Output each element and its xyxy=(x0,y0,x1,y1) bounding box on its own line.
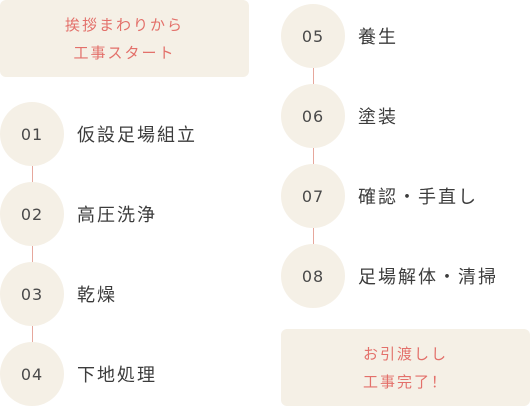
start-box-line1: 挨拶まわりから xyxy=(64,15,184,34)
end-box-line2: 工事完了！ xyxy=(362,372,448,391)
connector-06-07 xyxy=(313,148,314,166)
step-number-circle: 07 xyxy=(281,164,345,228)
step-number-circle: 05 xyxy=(281,4,345,68)
step-label: 足場解体・清掃 xyxy=(358,267,498,288)
step-number-circle: 02 xyxy=(0,182,64,246)
connector-07-08 xyxy=(313,228,314,246)
connector-03-04 xyxy=(32,326,33,344)
step-label: 養生 xyxy=(358,27,398,48)
step-02: 02 高圧洗浄 xyxy=(0,182,260,246)
step-08: 08 足場解体・清掃 xyxy=(281,244,530,308)
steps-column-left: 01 仮設足場組立 02 高圧洗浄 03 乾燥 04 下地処理 xyxy=(0,0,260,406)
connector-05-06 xyxy=(313,68,314,86)
step-number-circle: 01 xyxy=(0,102,64,166)
step-07: 07 確認・手直し xyxy=(281,164,530,228)
step-05: 05 養生 xyxy=(281,4,530,68)
step-label: 高圧洗浄 xyxy=(77,205,157,226)
step-number-circle: 06 xyxy=(281,84,345,148)
step-label: 乾燥 xyxy=(77,285,117,306)
connector-01-02 xyxy=(32,166,33,184)
start-box: 挨拶まわりから 工事スタート xyxy=(0,0,249,77)
step-03: 03 乾燥 xyxy=(0,262,260,326)
connector-02-03 xyxy=(32,246,33,264)
step-label: 仮設足場組立 xyxy=(77,125,197,146)
step-06: 06 塗装 xyxy=(281,84,530,148)
step-number-circle: 08 xyxy=(281,244,345,308)
start-box-line2: 工事スタート xyxy=(73,43,176,62)
steps-column-right: 05 養生 06 塗装 07 確認・手直し 08 足場解体・清掃 xyxy=(281,0,530,406)
step-04: 04 下地処理 xyxy=(0,342,260,406)
end-box-line1: お引渡しし xyxy=(362,344,448,363)
end-box: お引渡しし 工事完了！ xyxy=(281,329,530,406)
step-number-circle: 04 xyxy=(0,342,64,406)
step-number-circle: 03 xyxy=(0,262,64,326)
step-label: 下地処理 xyxy=(77,365,157,386)
step-label: 塗装 xyxy=(358,107,398,128)
step-01: 01 仮設足場組立 xyxy=(0,102,260,166)
step-label: 確認・手直し xyxy=(358,187,478,208)
